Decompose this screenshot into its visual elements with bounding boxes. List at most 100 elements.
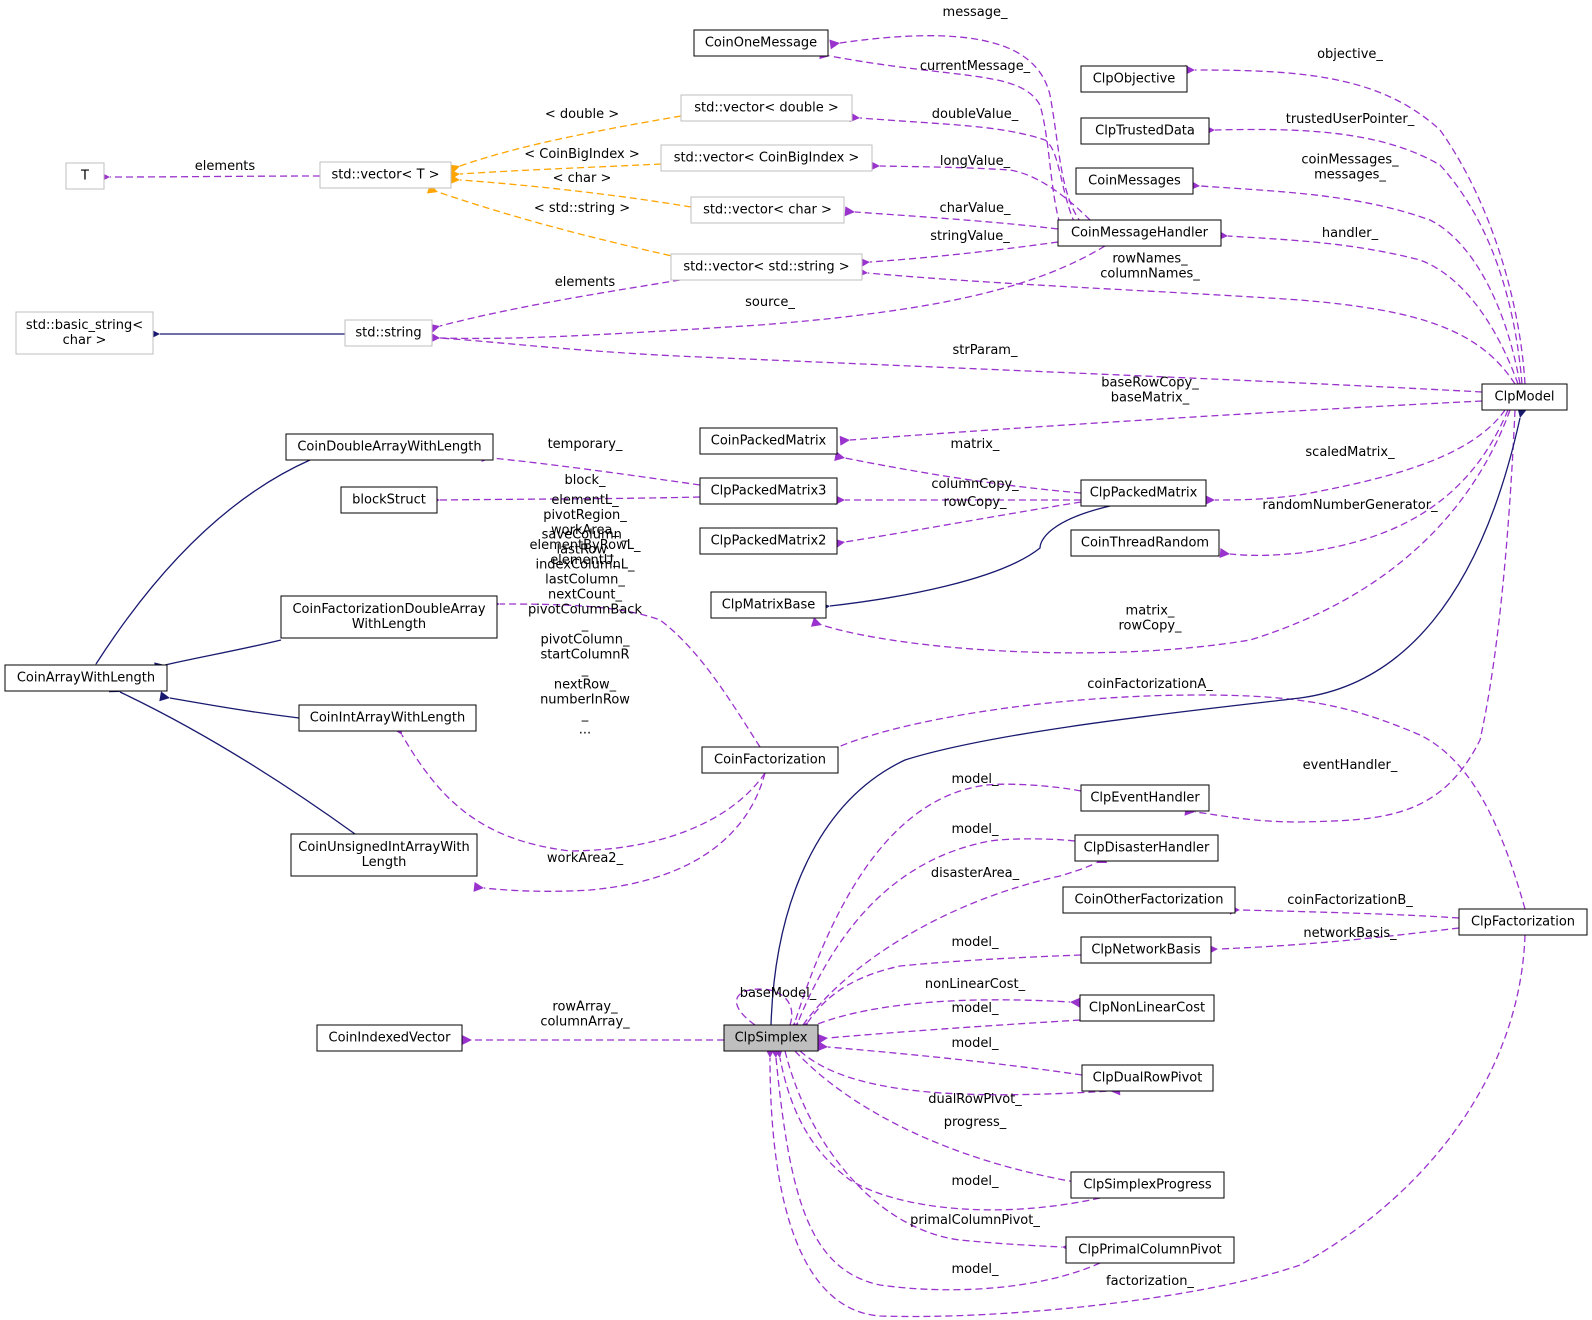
edge-usage-CoinMessageHandler-to-stdvecdouble <box>849 112 1076 225</box>
class-node-T[interactable]: T <box>65 162 105 190</box>
node-label: ClpNonLinearCost <box>1089 1001 1205 1016</box>
class-node-stdstring[interactable]: std::string <box>344 319 433 347</box>
node-box <box>1070 1171 1225 1199</box>
node-label: CoinUnsignedIntArrayWith <box>298 840 469 855</box>
edge-usage-stdvecstring-to-stdstring <box>429 279 681 334</box>
node-label: CoinIntArrayWithLength <box>310 711 465 726</box>
edge-usage-ClpFactorization-to-CoinOtherFactorization <box>1229 904 1460 919</box>
edge-label: pivotColumnBack <box>528 603 642 618</box>
node-box <box>15 311 154 355</box>
edge-usage-CoinMessageHandler-to-stdvecbig <box>869 160 1091 221</box>
edge-usage-ClpModel-to-ClpEventHandler <box>1184 409 1516 823</box>
class-node-ClpMatrixBase[interactable]: ClpMatrixBase <box>710 591 827 619</box>
edge-usage-ClpModel-to-CoinThreadRandom <box>1219 409 1509 558</box>
node-label: Length <box>362 855 407 870</box>
node-box <box>1080 479 1207 507</box>
edge-inheritance-CoinIntArrayWithLength-to-CoinArrayWithLength <box>159 691 300 719</box>
class-node-stdvecbig[interactable]: std::vector< CoinBigIndex > <box>660 144 873 172</box>
edge-usage-ClpModel-to-stdvecstring <box>857 267 1516 385</box>
edge-usage-ClpDisasterHandler-to-ClpSimplex <box>789 838 1076 1034</box>
edge-usage-ClpSimplex-to-ClpDualRowPivot <box>799 1050 1121 1096</box>
edge-label: model_ <box>952 1174 999 1189</box>
edge-label: factorization_ <box>1106 1274 1194 1289</box>
class-node-ClpPackedMatrix2[interactable]: ClpPackedMatrix2 <box>699 527 838 555</box>
edge-label: elementU_ <box>550 553 620 568</box>
class-node-CoinFactorization[interactable]: CoinFactorization <box>701 746 839 774</box>
edge-label: startColumnR <box>540 648 629 663</box>
class-node-ClpEventHandler[interactable]: ClpEventHandler <box>1080 784 1210 812</box>
class-node-CoinArrayWithLength[interactable]: CoinArrayWithLength <box>4 664 168 692</box>
class-node-basicstring[interactable]: std::basic_string<char > <box>15 311 154 355</box>
class-node-ClpNetworkBasis[interactable]: ClpNetworkBasis <box>1080 936 1212 964</box>
node-box <box>710 591 827 619</box>
edge-label: _ <box>581 663 589 678</box>
class-node-CoinOneMessage[interactable]: CoinOneMessage <box>693 29 829 57</box>
node-label: WithLength <box>352 617 426 632</box>
class-node-stdvecdouble[interactable]: std::vector< double > <box>680 94 853 122</box>
node-label: T <box>80 169 89 184</box>
class-node-stdvecT[interactable]: std::vector< T > <box>319 161 452 189</box>
edge-usage-ClpModel-to-CoinMessages <box>1189 180 1521 385</box>
class-node-stdvecchar[interactable]: std::vector< char > <box>690 196 845 224</box>
edge-template-stdvecdouble-to-stdvecT <box>448 115 682 175</box>
node-label: CoinFactorizationDoubleArray <box>292 602 485 617</box>
edge-label: handler_ <box>1322 226 1379 241</box>
class-node-CoinThreadRandom[interactable]: CoinThreadRandom <box>1070 529 1220 557</box>
edge-usage-ClpPrimalColumnPivot-to-ClpSimplex <box>770 1047 1101 1291</box>
class-node-ClpSimplex[interactable]: ClpSimplex <box>723 1024 819 1052</box>
edge-label: < double > <box>545 107 619 122</box>
edge-label: nonLinearCost_ <box>925 977 1026 992</box>
node-label: CoinMessages <box>1088 174 1181 189</box>
node-box <box>4 664 168 692</box>
node-box <box>65 162 105 190</box>
edge-label: elementByRowL_ <box>530 538 641 553</box>
class-node-CoinMessageHandler[interactable]: CoinMessageHandler <box>1057 219 1222 247</box>
node-label: ClpObjective <box>1093 72 1176 87</box>
class-node-stdvecstring[interactable]: std::vector< std::string > <box>670 253 863 281</box>
edge-usage-CoinMessageHandler-to-stdvecchar <box>844 206 1059 230</box>
node-label: ClpEventHandler <box>1090 791 1200 806</box>
edge-label: eventHandler_ <box>1303 758 1398 773</box>
nodes-layer: CoinOneMessageClpObjectiveClpTrustedData… <box>4 29 1588 1264</box>
edge-label: matrix_ <box>1126 604 1175 619</box>
node-label: ClpDualRowPivot <box>1093 1071 1203 1086</box>
node-label: std::vector< char > <box>703 203 832 218</box>
class-node-CoinOtherFactorization[interactable]: CoinOtherFactorization <box>1062 886 1236 914</box>
class-node-ClpPrimalColumnPivot[interactable]: ClpPrimalColumnPivot <box>1065 1236 1235 1264</box>
class-node-CoinIntArrayWithLength[interactable]: CoinIntArrayWithLength <box>298 704 477 732</box>
node-label: CoinOneMessage <box>705 36 817 51</box>
node-label: std::basic_string< <box>26 318 143 333</box>
node-box <box>723 1024 819 1052</box>
edge-label: strParam_ <box>953 343 1018 358</box>
class-node-CoinMessages[interactable]: CoinMessages <box>1075 167 1194 195</box>
class-node-ClpNonLinearCost[interactable]: ClpNonLinearCost <box>1079 994 1215 1022</box>
class-node-ClpDisasterHandler[interactable]: ClpDisasterHandler <box>1074 834 1219 862</box>
node-box <box>701 746 839 774</box>
class-node-ClpPackedMatrix[interactable]: ClpPackedMatrix <box>1080 479 1207 507</box>
edge-label: lastRow_ <box>557 543 614 558</box>
class-node-ClpDualRowPivot[interactable]: ClpDualRowPivot <box>1081 1064 1214 1092</box>
class-node-ClpSimplexProgress[interactable]: ClpSimplexProgress <box>1070 1171 1225 1199</box>
class-node-ClpObjective[interactable]: ClpObjective <box>1080 65 1188 93</box>
class-node-CoinPackedMatrix[interactable]: CoinPackedMatrix <box>699 427 838 455</box>
edge-usage-ClpSimplex-to-ClpSimplexProgress <box>794 1050 1086 1189</box>
class-node-CoinIndexedVector[interactable]: CoinIndexedVector <box>316 1024 463 1052</box>
node-label: CoinPackedMatrix <box>711 434 827 449</box>
class-node-CoinDoubleArrayWithLength[interactable]: CoinDoubleArrayWithLength <box>285 433 494 461</box>
class-node-blockStruct[interactable]: blockStruct <box>340 486 438 514</box>
edge-label: dualRowPivot_ <box>928 1092 1022 1107</box>
class-node-ClpPackedMatrix3[interactable]: ClpPackedMatrix3 <box>699 477 838 505</box>
edge-label: model_ <box>952 935 999 950</box>
edge-usage-ClpModel-to-stdstring <box>429 332 1483 393</box>
edge-label: elements <box>195 159 256 174</box>
class-node-ClpModel[interactable]: ClpModel <box>1481 383 1568 411</box>
class-node-ClpTrustedData[interactable]: ClpTrustedData <box>1080 117 1210 145</box>
class-node-ClpFactorization[interactable]: ClpFactorization <box>1458 908 1588 936</box>
edge-usage-ClpSimplex-to-ClpNonLinearCost <box>807 997 1081 1029</box>
node-label: ClpPackedMatrix2 <box>711 534 827 549</box>
edge-label: disasterArea_ <box>931 866 1020 881</box>
node-label: CoinDoubleArrayWithLength <box>297 440 481 455</box>
edge-usage-CoinMessageHandler-to-stdvecstring <box>859 241 1059 268</box>
